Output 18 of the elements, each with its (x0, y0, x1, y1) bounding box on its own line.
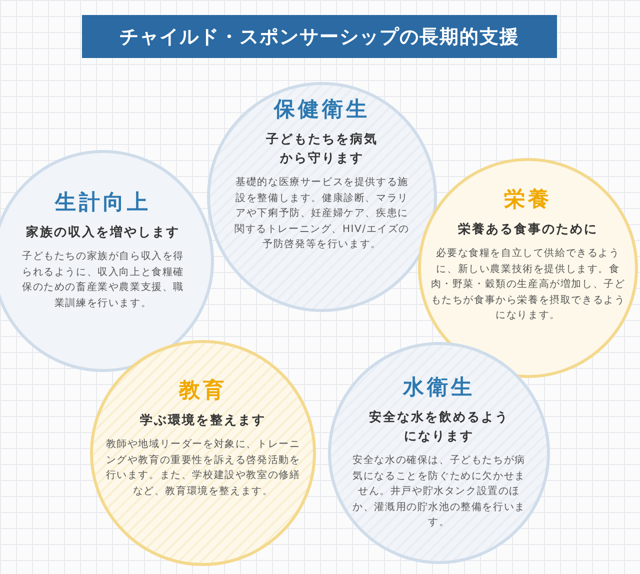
circle-heading: 保健衛生 (274, 96, 370, 123)
circle-heading: 栄養 (504, 186, 552, 213)
topic-circle (0, 150, 214, 372)
circle-description: 必要な食糧を自立して供給できるように、新しい農業技術を提供します。食肉・野菜・穀類の生産高が増加し、子どもたちが食事から栄養を摂取できるようになります。 (430, 246, 626, 323)
circle-subtitle: 安全な水を飲めるようになります (369, 408, 509, 445)
topic-circle (418, 158, 638, 378)
circle-heading: 生計向上 (55, 189, 151, 216)
circle-subtitle: 学ぶ環境を整えます (139, 411, 267, 429)
circle-description: 安全な水の確保は、子どもたちが病気になることを防ぐために欠かせません。井戸や貯水タンク設置のほか、灌漑用の貯水池の整備を行います。 (352, 454, 526, 530)
circle-description: 子どもたちの家族が自ら収入を得られるように、収入向上と食糧確保のための畜産業や農業支援、職業訓練を行います。 (21, 250, 185, 310)
circle-subtitle: 栄養ある食事のために (457, 220, 599, 238)
circle-subtitle: 子どもたちを病気から守ります (265, 130, 379, 167)
circle-heading: 教育 (179, 377, 227, 404)
title-banner: チャイルド・スポンサーシップの長期的支援 (82, 15, 557, 58)
circle-heading: 水衛生 (403, 374, 475, 401)
circle-subtitle: 家族の収入を増やします (25, 223, 181, 241)
circle-description: 教師や地域リーダーを対象に、トレーニングや教育の重要性を訴える啓発活動を行います。また、学校建設や教室の修繕など、教育環境を整えます。 (104, 438, 302, 498)
circle-description: 基礎的な医療サービスを提供する施設を整備します。健康診断、マラリアや下痢予防、妊産婦ケア、疾患に関するトレーニング、HIV/エイズの予防啓発等を行います。 (233, 176, 411, 252)
